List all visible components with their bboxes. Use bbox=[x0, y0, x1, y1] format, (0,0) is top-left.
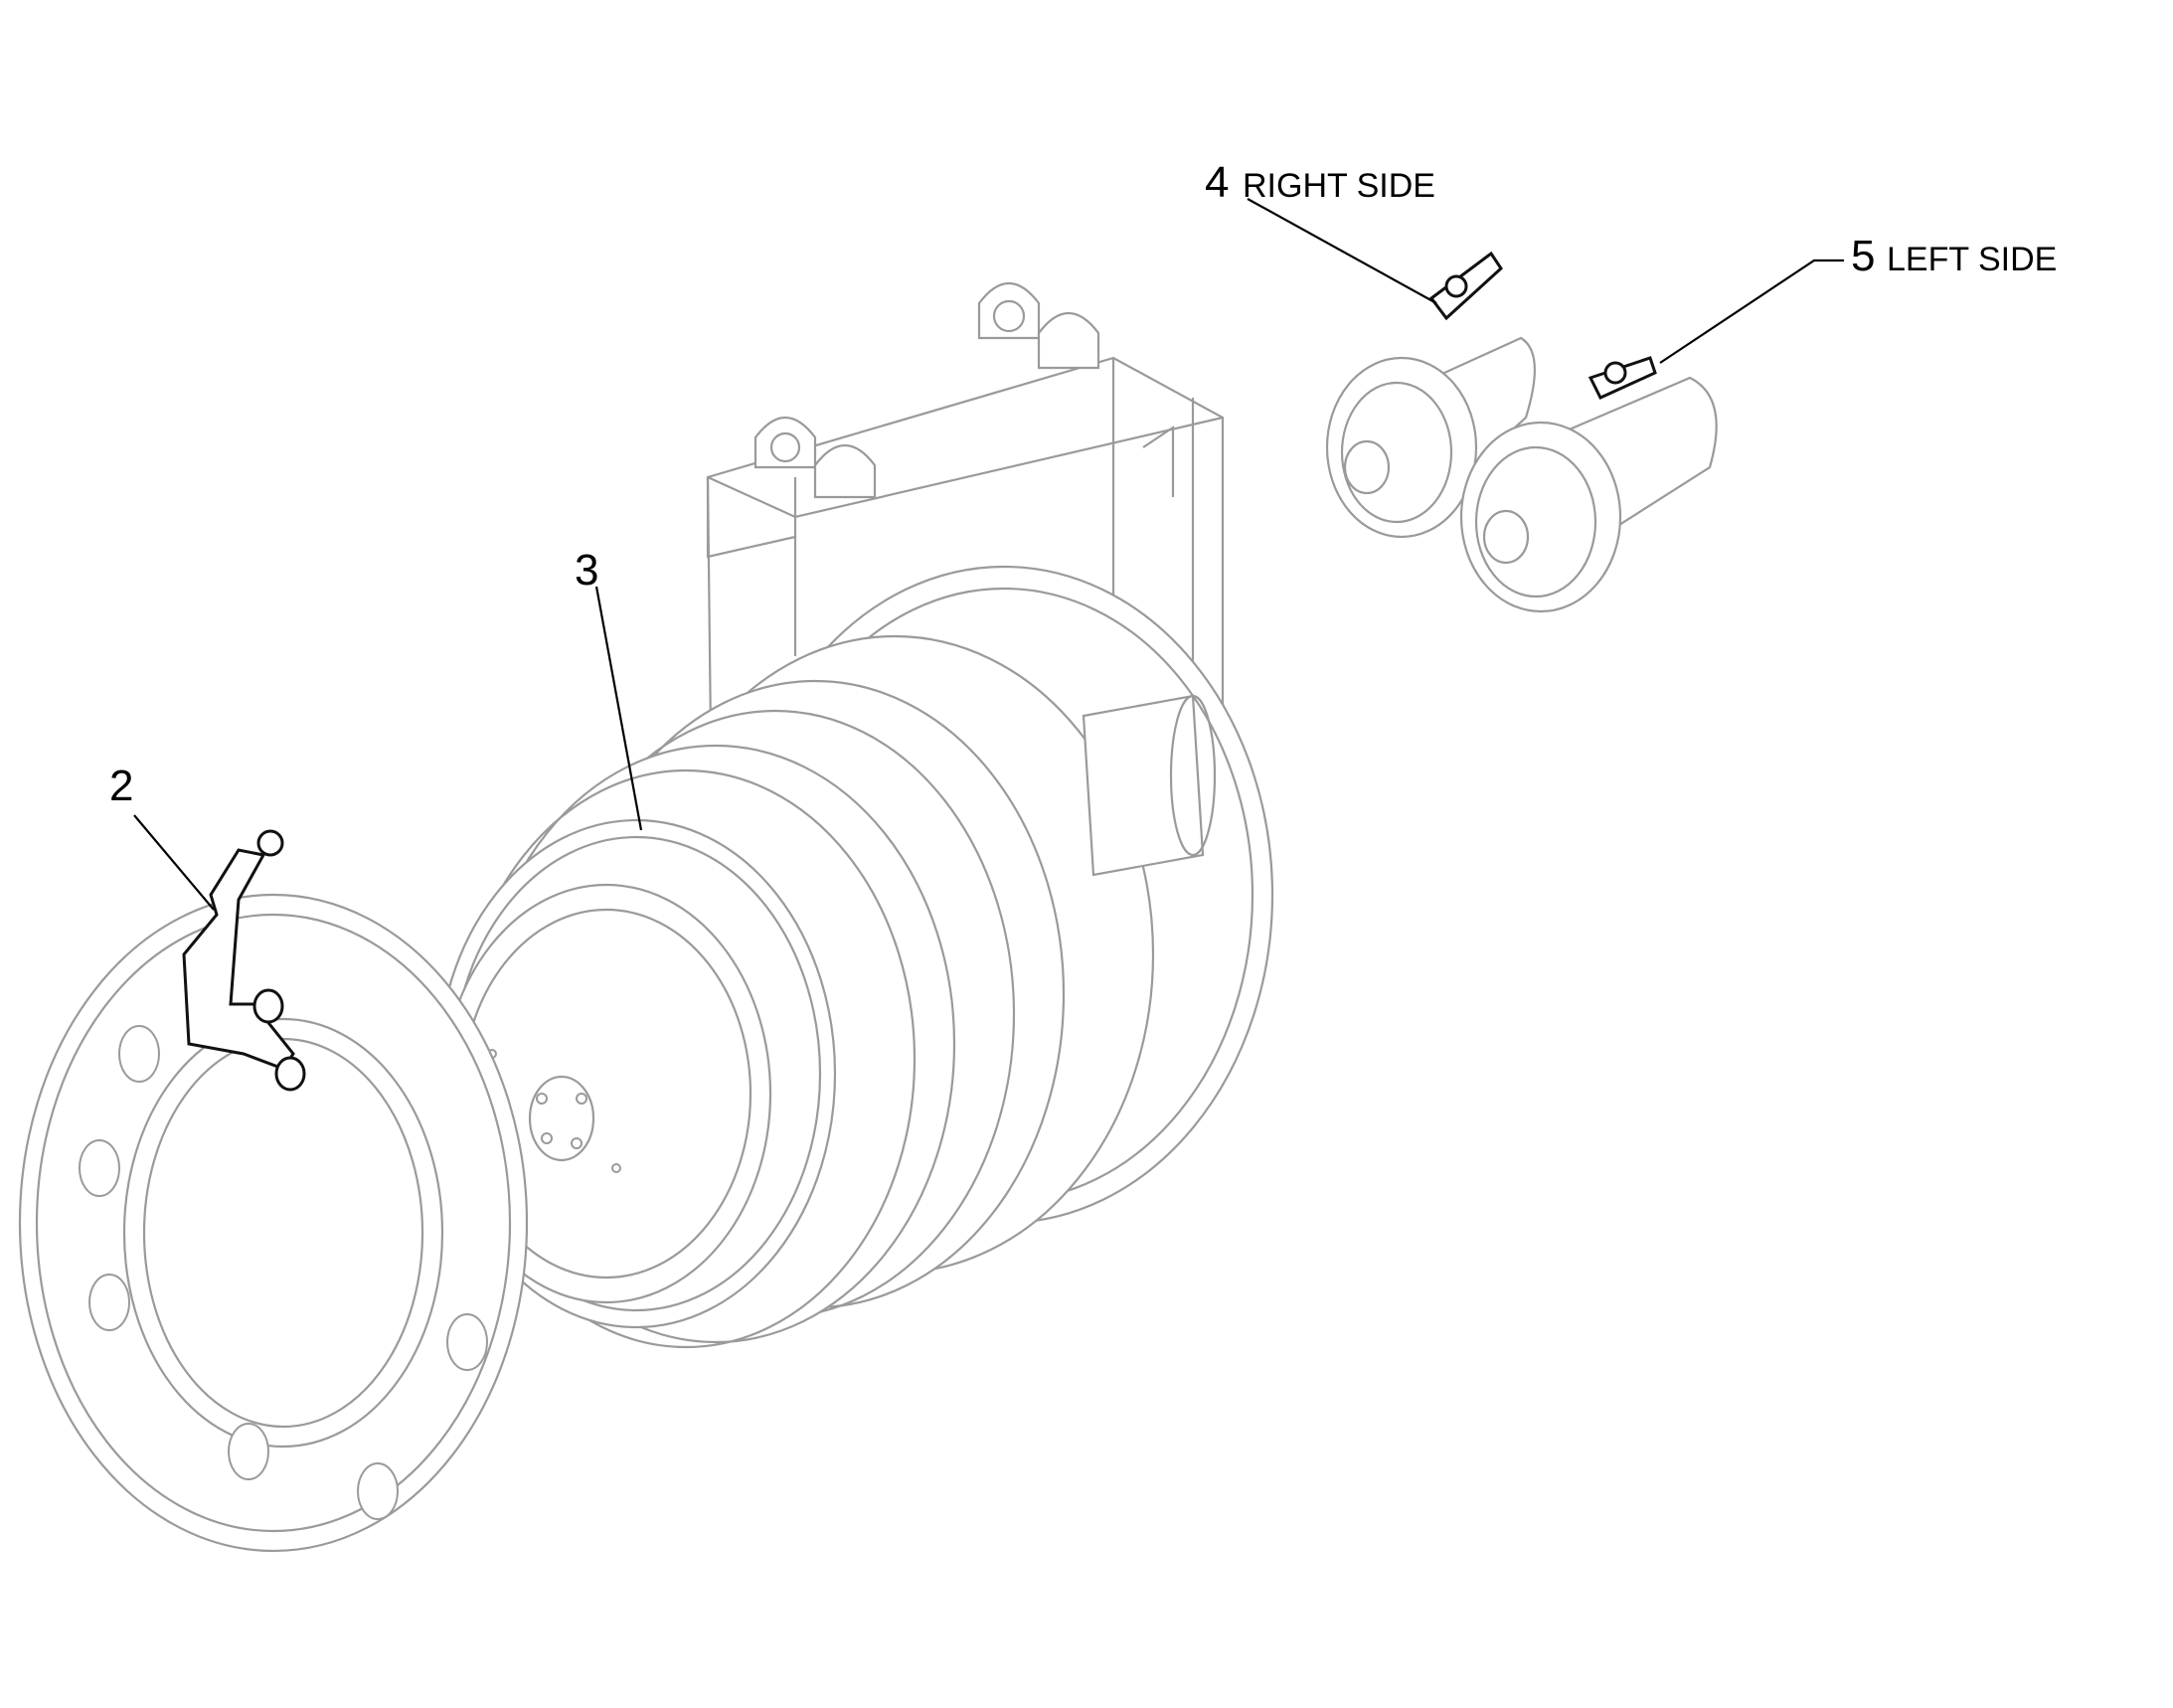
ring-flange bbox=[18, 893, 529, 1553]
leader-lines bbox=[133, 198, 1844, 911]
callout-2: 2 bbox=[109, 762, 133, 810]
callout-number: 5 bbox=[1851, 232, 1875, 280]
final-drive-assembly bbox=[435, 565, 1274, 1349]
callout-side-label: RIGHT SIDE bbox=[1243, 167, 1435, 205]
callout-5: 5 LEFT SIDE bbox=[1851, 232, 2057, 280]
callout-number: 3 bbox=[575, 546, 598, 595]
item-2-lifting-bracket bbox=[182, 829, 306, 1092]
item-5-motor-left-side bbox=[1459, 356, 1718, 613]
callout-3: 3 bbox=[575, 546, 598, 595]
callout-number: 4 bbox=[1205, 158, 1229, 207]
callout-side-label: LEFT SIDE bbox=[1887, 241, 2057, 278]
callout-4: 4 RIGHT SIDE bbox=[1205, 158, 1435, 207]
callout-number: 2 bbox=[109, 762, 133, 810]
